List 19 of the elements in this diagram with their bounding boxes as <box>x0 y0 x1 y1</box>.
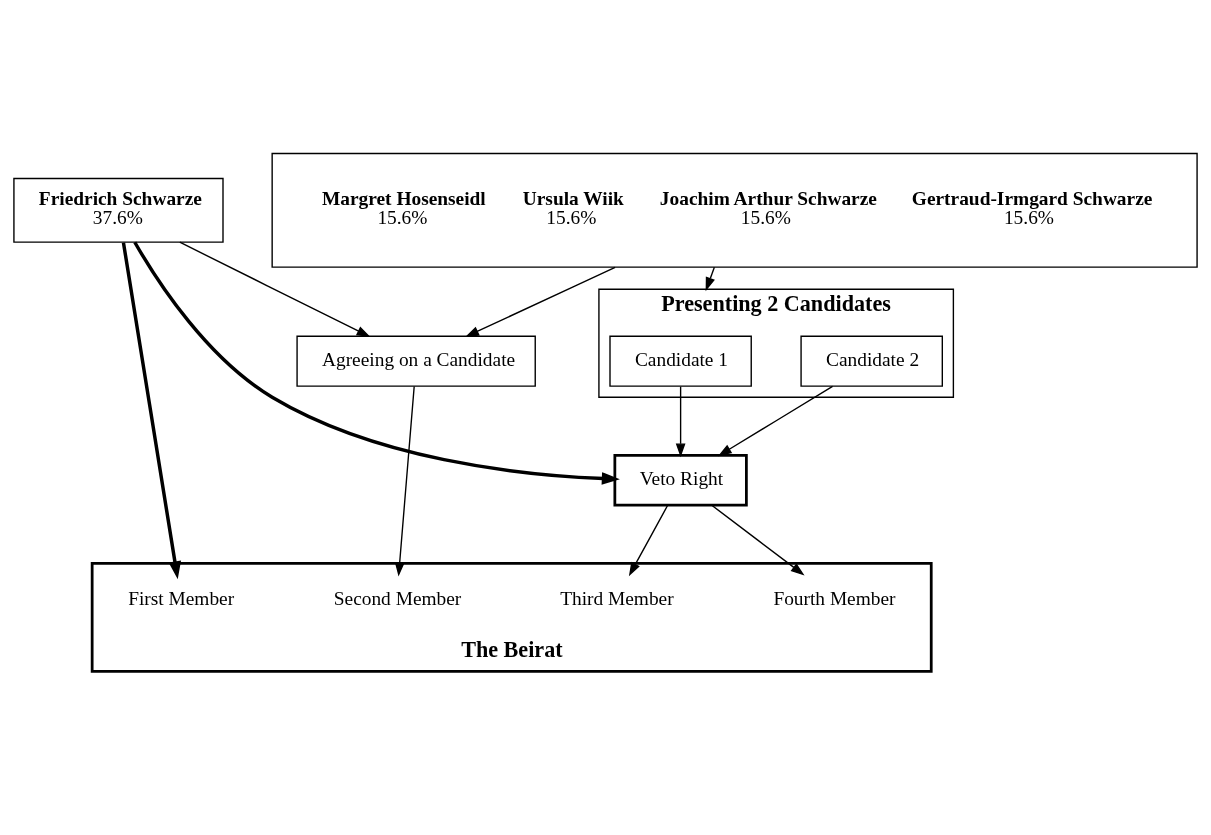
arrow <box>394 385 415 576</box>
node-text: Fourth Member <box>773 587 896 609</box>
arrow <box>179 241 371 337</box>
node-box: Candidate 2 <box>800 335 943 387</box>
arrow <box>121 241 182 579</box>
arrow <box>711 504 805 575</box>
node-text: Third Member <box>560 587 674 609</box>
arrow <box>705 266 716 291</box>
node-box: Agreeing on a Candidate <box>296 335 536 387</box>
node-text: Second Member <box>333 587 462 609</box>
node-box: Candidate 1 <box>609 335 752 387</box>
arrow <box>717 385 834 456</box>
arrow <box>675 385 686 457</box>
arrow <box>628 504 669 576</box>
node-box: Friedrich Schwarze 37.6% <box>13 177 224 243</box>
arrow <box>133 240 620 485</box>
node-box: Veto Right <box>613 453 748 507</box>
node-box: Margret Hosenseidl 15.6% Ursula Wiik 15.6% Joachim Arthur Schwarze 15.6% Gertraud-Irmgard Schwarze 15.6% <box>271 152 1198 268</box>
node-text: First Member <box>128 587 235 609</box>
